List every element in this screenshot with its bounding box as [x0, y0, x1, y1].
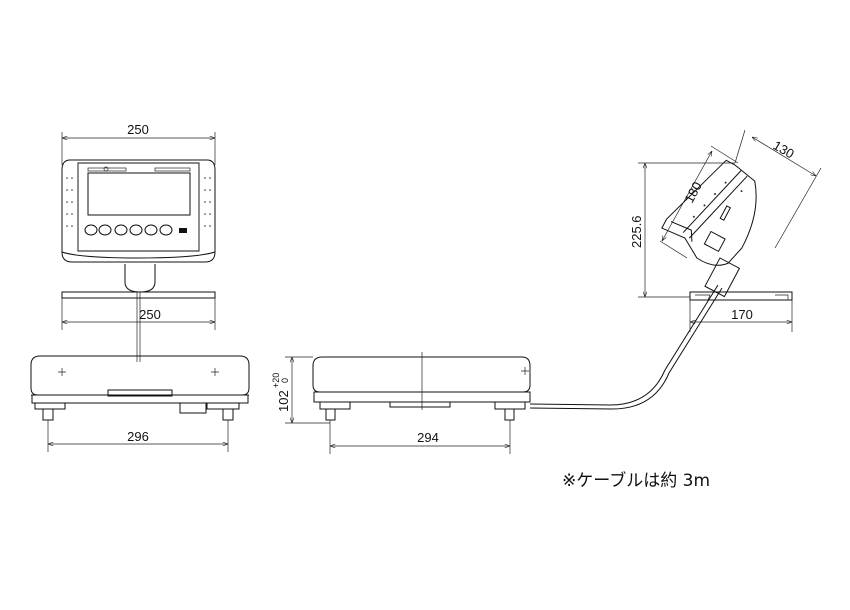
- display-screen: [87, 172, 191, 216]
- depth-label: 130: [771, 138, 797, 162]
- side-view: 102 +20 0 294: [271, 352, 531, 454]
- front-view: 250: [30, 122, 250, 452]
- height-label: 102: [276, 390, 291, 412]
- height-tolerance-upper: +20: [271, 373, 281, 388]
- base-width-label: 170: [731, 307, 753, 322]
- pole: [124, 264, 156, 293]
- cable: [529, 284, 723, 410]
- platform-front: [30, 355, 250, 421]
- platform-feet-span-label: 296: [127, 429, 149, 444]
- indicator-front: [61, 159, 216, 263]
- indicator-side-view: 225.6 180 130 170: [629, 129, 822, 332]
- cable-length-note: ※ケーブルは約 3m: [562, 471, 711, 491]
- base-plate-width-label: 250: [139, 307, 161, 322]
- indicator-width-label: 250: [127, 122, 149, 137]
- total-height-label: 225.6: [629, 215, 644, 248]
- base-plate: [61, 291, 216, 299]
- height-tolerance-lower: 0: [280, 378, 290, 383]
- feet-span-label: 294: [417, 430, 439, 445]
- indicator-keys: [84, 224, 187, 236]
